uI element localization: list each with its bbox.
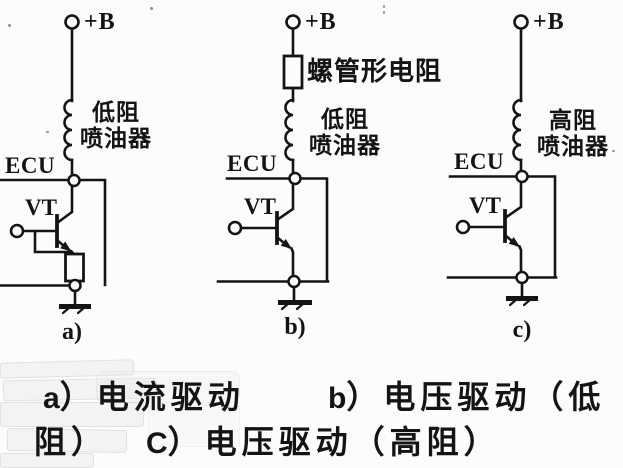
ecu-label-b: ECU (227, 151, 278, 176)
sense-resistor-symbol (64, 252, 85, 283)
junction-node (515, 169, 529, 184)
caption-line1-b: b）电压驱动（低 (328, 379, 606, 415)
wire (289, 246, 295, 279)
ground-hatch (295, 301, 306, 311)
watermark-stripe (96, 371, 240, 403)
ground-hatch (522, 297, 533, 307)
scan-speck (612, 150, 615, 152)
caption-key-a: a (43, 382, 60, 415)
injector-label-c-line2: 喷油器 (537, 134, 609, 159)
caption-text-c: ）电压驱动（高阻） (167, 424, 501, 460)
circuit-c (446, 14, 558, 307)
power-terminal-icon (285, 14, 301, 30)
ecu-label-c: ECU (454, 149, 505, 174)
transistor-label-c: VT (469, 193, 501, 218)
sub-label-a: a) (62, 319, 82, 345)
watermark-stripe (148, 405, 240, 447)
emitter-arrow-icon (280, 239, 292, 249)
watermark-stripe (0, 402, 144, 427)
injector-label-b-line1: 低阻 (321, 107, 369, 132)
collector-wire (275, 182, 295, 222)
injector-label-a: 低阻 喷油器 (77, 100, 155, 152)
transistor-label-a: VT (25, 195, 57, 220)
ground-hatch (280, 301, 291, 311)
sub-label-b: b) (284, 314, 306, 340)
power-terminal-icon (513, 14, 529, 30)
injector-label-c-line1: 高阻 (549, 108, 597, 133)
series-resistor-label-b: 螺管形电阻 (307, 57, 443, 86)
drive-input-terminal-icon (227, 220, 243, 236)
power-label-b: +B (305, 9, 337, 35)
circuit-a (0, 14, 107, 315)
sub-label-c: c) (512, 317, 532, 343)
junction-node (515, 270, 529, 285)
emitter-arrow-icon (60, 241, 72, 252)
scan-speck (383, 5, 385, 8)
emitter-arrow-icon (508, 237, 520, 247)
caption-text-b: ）电压驱动（低 (346, 379, 606, 415)
collector-wire (503, 180, 523, 220)
caption-key-c: C (146, 427, 168, 460)
scan-speck (8, 24, 11, 27)
base-emitter-link-wire (33, 230, 72, 254)
power-label-c: +B (533, 9, 565, 35)
caption-line2-c: C）电压驱动（高阻） (146, 424, 501, 460)
junction-node (67, 173, 81, 188)
injector-label-c: 高阻 喷油器 (531, 108, 615, 160)
scan-speck (150, 7, 153, 10)
ground-hatch (61, 305, 72, 315)
drive-input-terminal-icon (9, 223, 25, 239)
injector-label-b-line2: 喷油器 (309, 133, 381, 158)
junction-node (288, 171, 302, 186)
caption-key-b: b (328, 382, 347, 415)
feedback-wire (77, 178, 107, 287)
wire (517, 244, 523, 275)
injector-label-a-line1: 低阻 (92, 100, 140, 125)
injector-label-b: 低阻 喷油器 (303, 107, 387, 159)
solenoid-resistor-symbol (282, 54, 304, 90)
scan-speck (46, 131, 49, 133)
junction-node (287, 274, 301, 289)
feedback-wire (298, 177, 329, 283)
injector-label-a-line2: 喷油器 (80, 126, 152, 151)
circuit-b (216, 14, 330, 311)
caption-text-a: ）电流驱动 (59, 379, 245, 415)
drive-input-terminal-icon (455, 219, 471, 235)
injector-coil-icon (63, 98, 74, 162)
power-label-a: +B (84, 9, 116, 35)
collector-wire (55, 183, 74, 225)
injector-coil-icon (284, 98, 295, 162)
caption-line2-lead: 阻） (34, 424, 109, 460)
ground-hatch (508, 297, 519, 307)
scan-speck (383, 11, 385, 14)
power-terminal-icon (64, 14, 80, 30)
junction-node (68, 278, 82, 293)
caption-line1-a: a）电流驱动 (43, 379, 245, 415)
ground-hatch (76, 305, 87, 315)
ecu-label-a: ECU (5, 153, 56, 178)
injector-coil-icon (512, 98, 523, 162)
feedback-wire (526, 175, 557, 279)
transistor-label-b: VT (244, 194, 276, 219)
